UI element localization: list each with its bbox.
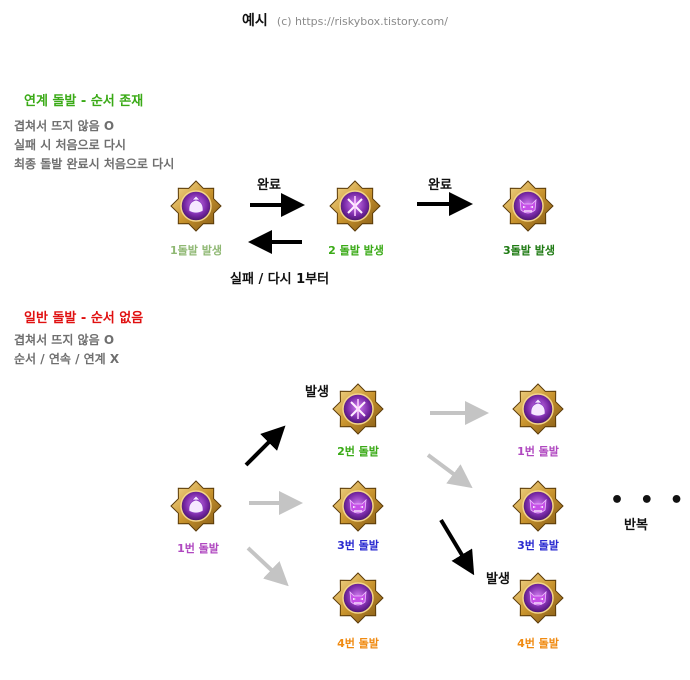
arrow-start-to-4 — [246, 546, 289, 587]
random-mid-mid-label: 3번 돌발 — [337, 539, 379, 552]
random-mid-top-icon — [332, 383, 384, 435]
random-start-node-icon — [170, 480, 222, 532]
repeat-label: 반복 — [624, 518, 648, 533]
complete-label-1: 완료 — [257, 178, 281, 193]
random-mid-mid-icon — [332, 480, 384, 532]
random-end-top-icon — [512, 383, 564, 435]
random-mid-top-label: 2번 돌발 — [337, 445, 379, 458]
random-section-title: 일반 돌발 - 순서 없음 — [24, 311, 144, 326]
repeat-dots: • • • — [610, 488, 688, 513]
chain-node-2-icon — [329, 180, 381, 232]
chain-note: 실패 시 처음으로 다시 — [14, 138, 126, 152]
random-mid-bot-icon — [332, 572, 384, 624]
arrow-2-to-3 — [426, 453, 473, 489]
random-start-label: 1번 돌발 — [177, 542, 219, 555]
chain-node-2-label: 2 돌발 발생 — [328, 244, 384, 257]
random-notes: 겹쳐서 뜨지 않음 O 순서 / 연속 / 연계 X — [14, 331, 119, 369]
source-credit: (c) https://riskybox.tistory.com/ — [276, 15, 448, 28]
page-header: 예시 (c) https://riskybox.tistory.com/ — [0, 10, 690, 30]
fail-restart-label: 실패 / 다시 1부터 — [230, 272, 330, 287]
arrow-2-to-4 — [439, 518, 475, 576]
random-end-bot-icon — [512, 572, 564, 624]
random-note: 순서 / 연속 / 연계 X — [14, 352, 120, 366]
arrow-start-to-2 — [244, 425, 286, 467]
occur-label-2: 발생 — [486, 572, 510, 587]
random-end-bot-label: 4번 돌발 — [517, 637, 559, 650]
chain-note: 겹쳐서 뜨지 않음 O — [14, 119, 115, 133]
chain-note: 최종 돌발 완료시 처음으로 다시 — [14, 157, 175, 171]
random-end-top-label: 1번 돌발 — [517, 445, 559, 458]
chain-node-1-label: 1돌발 발생 — [170, 244, 222, 257]
random-note: 겹쳐서 뜨지 않음 O — [14, 333, 115, 347]
random-mid-bot-label: 4번 돌발 — [337, 637, 379, 650]
chain-node-1-icon — [170, 180, 222, 232]
complete-label-2: 완료 — [428, 178, 452, 193]
random-end-mid-label: 3번 돌발 — [517, 539, 559, 552]
page-title: 예시 — [242, 13, 268, 29]
chain-node-3-label: 3돌발 발생 — [503, 244, 555, 257]
chain-notes: 겹쳐서 뜨지 않음 O 실패 시 처음으로 다시 최종 돌발 완료시 처음으로 … — [14, 117, 174, 174]
chain-node-3-icon — [502, 180, 554, 232]
occur-label-1: 발생 — [305, 385, 329, 400]
random-end-mid-icon — [512, 480, 564, 532]
chain-section-title: 연계 돌발 - 순서 존재 — [24, 94, 144, 109]
